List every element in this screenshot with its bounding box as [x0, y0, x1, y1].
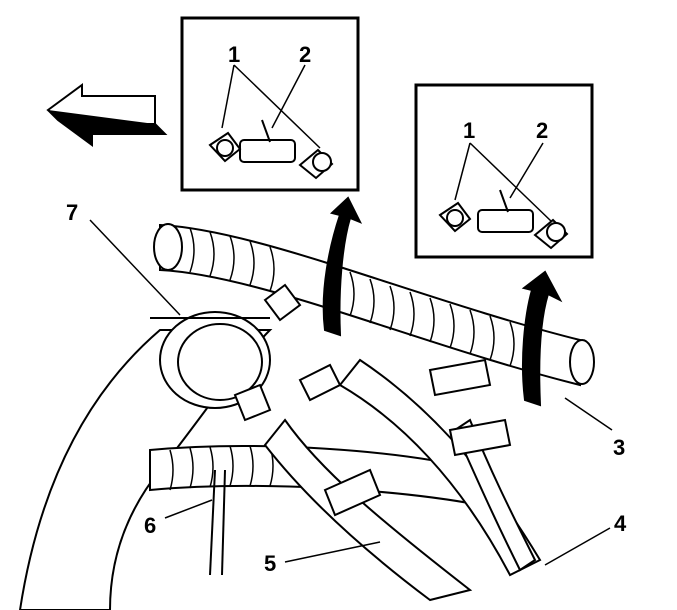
middle-pipes	[263, 358, 542, 602]
wire-callout: 6	[144, 513, 157, 538]
curved-arrow-right	[521, 270, 563, 407]
large-hose-callout: 7	[66, 200, 79, 225]
left-arrow-icon	[46, 83, 168, 147]
curved-arrow-left	[322, 196, 363, 337]
large-hose	[18, 311, 273, 610]
detail-box-left	[180, 16, 360, 192]
detail-left-clamp-callout: 1	[228, 42, 241, 67]
callout-leaders	[89, 219, 613, 566]
upper-pipe-callout: 3	[613, 435, 626, 460]
detail-right-clamp-callout: 1	[463, 118, 476, 143]
middle-pipe-callout: 5	[264, 551, 277, 576]
detail-right-bracket-callout: 2	[536, 118, 549, 143]
thin-wires	[209, 469, 226, 576]
detail-left-bracket-callout: 2	[299, 42, 312, 67]
installed-clamps	[233, 283, 512, 517]
lower-pipe-callout: 4	[614, 511, 627, 536]
detail-box-right	[414, 83, 594, 259]
